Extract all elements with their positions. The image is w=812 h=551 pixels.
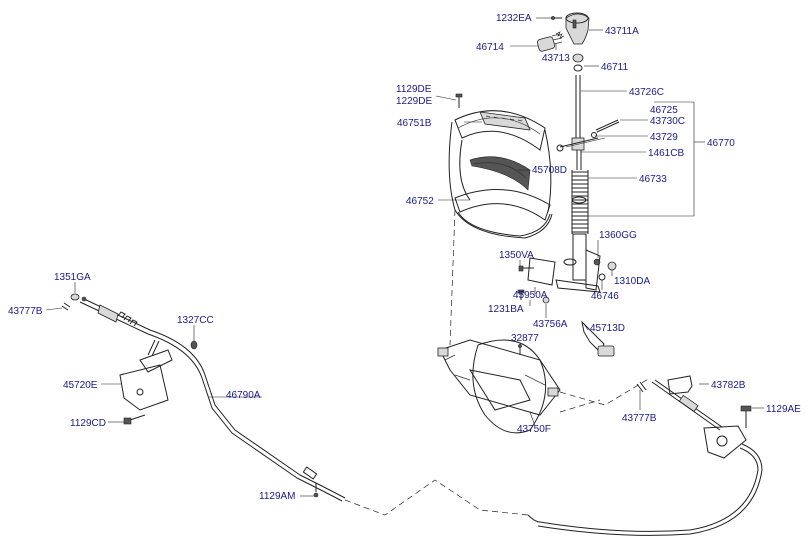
clip-43777B-left bbox=[61, 302, 71, 311]
label-43782B: 43782B bbox=[711, 380, 746, 391]
detent-pin bbox=[556, 119, 620, 152]
bolt-1129CD bbox=[123, 414, 146, 425]
label-45713D: 45713D bbox=[590, 323, 625, 334]
bolt-1310DA bbox=[607, 261, 617, 271]
dash-clip-to-cable bbox=[559, 399, 601, 413]
label-43777B-right: 43777B bbox=[622, 413, 657, 424]
label-1350VA: 1350VA bbox=[499, 250, 534, 261]
bolt-1231BA bbox=[517, 289, 525, 300]
label-1129AE: 1129AE bbox=[766, 404, 801, 415]
label-1129DE: 1129DE bbox=[396, 84, 432, 95]
lock-nut-46711 bbox=[572, 53, 584, 72]
label-1327CC: 1327CC bbox=[177, 315, 214, 326]
bolt-1129AE bbox=[740, 405, 752, 428]
label-1129AM: 1129AM bbox=[259, 491, 296, 502]
cable-end-left bbox=[79, 296, 151, 335]
cable-end-right bbox=[651, 379, 723, 431]
clamp-1129AM bbox=[313, 483, 319, 498]
clip-43756A bbox=[542, 296, 550, 304]
shift-knob bbox=[565, 12, 590, 45]
pin-32877 bbox=[518, 344, 522, 355]
label-46711: 46711 bbox=[601, 62, 629, 73]
label-1310DA: 1310DA bbox=[614, 276, 650, 287]
shift-lever bbox=[571, 75, 585, 170]
knob-button bbox=[536, 33, 563, 52]
nut-1360GG bbox=[593, 258, 601, 266]
label-43713: 43713 bbox=[542, 53, 570, 64]
screw-1129DE bbox=[455, 93, 463, 108]
label-46725: 46725 bbox=[650, 105, 678, 116]
bushing-46746 bbox=[598, 273, 606, 281]
label-1229DE: 1229DE bbox=[396, 96, 432, 107]
knob-spring bbox=[555, 31, 565, 39]
dash-bracket-to-clip bbox=[559, 377, 651, 406]
label-45720E: 45720E bbox=[63, 380, 98, 391]
base-bracket bbox=[437, 339, 561, 434]
label-45950A: 45950A bbox=[513, 290, 548, 301]
clip-43777B-right bbox=[636, 381, 647, 393]
label-46733: 46733 bbox=[639, 174, 667, 185]
grommet-1327CC bbox=[190, 340, 198, 350]
spring-46733 bbox=[571, 170, 589, 234]
cable-46790A bbox=[147, 329, 763, 536]
label-1129CD: 1129CD bbox=[70, 418, 106, 429]
label-1351GA: 1351GA bbox=[54, 272, 91, 283]
dash-cable-run bbox=[344, 479, 529, 516]
cable-bracket-right bbox=[703, 425, 747, 459]
label-1461CB: 1461CB bbox=[648, 148, 684, 159]
screw-1232EA bbox=[551, 16, 562, 20]
label-46746: 46746 bbox=[591, 291, 619, 302]
label-43730C: 43730C bbox=[650, 116, 685, 127]
slide-plate-45708D bbox=[469, 156, 531, 191]
label-1232EA: 1232EA bbox=[496, 13, 532, 24]
label-43726C: 43726C bbox=[629, 87, 664, 98]
group-bracket-46770 bbox=[588, 101, 705, 217]
leader-lines bbox=[45, 17, 764, 497]
dash-cover-to-base bbox=[449, 209, 456, 346]
label-46790A: 46790A bbox=[226, 390, 261, 401]
label-43711A: 43711A bbox=[605, 26, 639, 37]
label-45708D: 45708D bbox=[532, 165, 567, 176]
cable-clip-43782B bbox=[667, 375, 693, 395]
label-1231BA: 1231BA bbox=[488, 304, 524, 315]
label-43729: 43729 bbox=[650, 132, 678, 143]
label-32877: 32877 bbox=[511, 333, 539, 344]
nut-1351GA bbox=[70, 293, 80, 301]
label-43756A: 43756A bbox=[533, 319, 568, 330]
label-46770: 46770 bbox=[707, 138, 735, 149]
lever-tube bbox=[571, 196, 587, 281]
label-43750F: 43750F bbox=[517, 424, 551, 435]
switch-45713D bbox=[581, 320, 615, 357]
bracket-45720E bbox=[119, 339, 173, 411]
lower-cover-46752 bbox=[454, 189, 551, 237]
bolt-1350VA bbox=[518, 265, 534, 272]
label-1360GG: 1360GG bbox=[599, 230, 637, 241]
label-43777B-left: 43777B bbox=[8, 306, 43, 317]
label-46752: 46752 bbox=[406, 196, 434, 207]
label-46714: 46714 bbox=[476, 42, 504, 53]
label-46751B: 46751B bbox=[397, 118, 432, 129]
lever-mount-bracket bbox=[527, 249, 601, 293]
